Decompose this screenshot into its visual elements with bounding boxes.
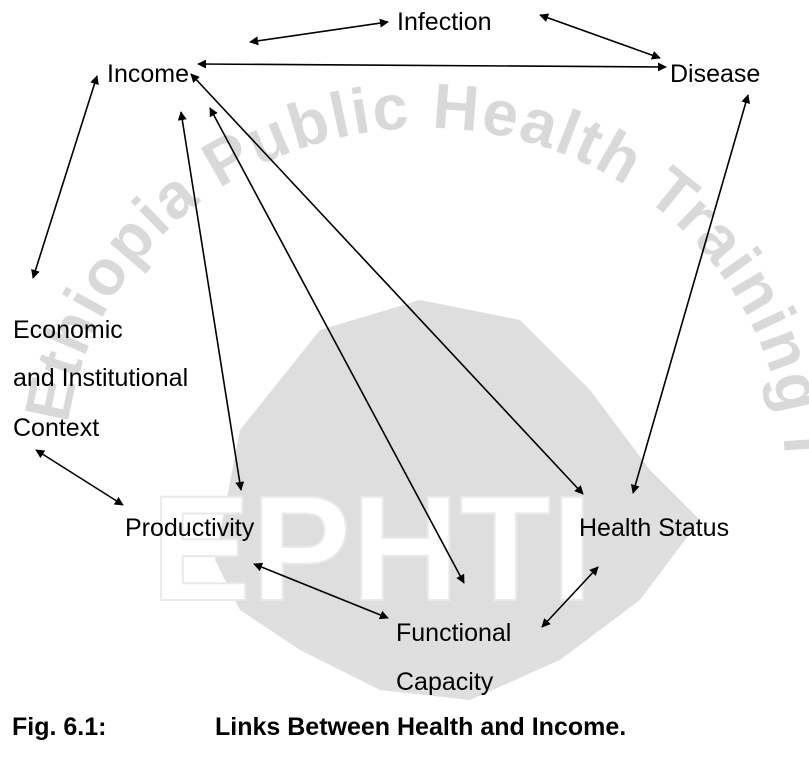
- node-productivity: Productivity: [125, 514, 255, 542]
- node-economic-context-line-3: Context: [13, 414, 100, 442]
- arrow-income-infection: [249, 18, 389, 46]
- arrow-income-productivity-vertical: [177, 111, 245, 491]
- arrow-infection-disease: [539, 13, 661, 60]
- arrow-functional-capacity-health-status: [541, 566, 599, 628]
- arrow-income-economic-context: [31, 75, 99, 279]
- node-infection: Infection: [397, 8, 492, 36]
- node-economic-context-line-1: Economic: [13, 316, 123, 344]
- arrow-income-functional-capacity: [209, 107, 465, 584]
- arrow-economic-context-productivity: [35, 449, 124, 506]
- node-functional-capacity-line-1: Functional: [396, 619, 512, 647]
- arrow-disease-health-status: [630, 94, 751, 494]
- node-income: Income: [107, 60, 189, 88]
- node-disease: Disease: [670, 60, 761, 88]
- node-health-status: Health Status: [579, 514, 730, 542]
- arrow-productivity-functional-capacity: [253, 562, 389, 620]
- arrow-income-health-status: [190, 73, 584, 495]
- node-functional-capacity-line-2: Capacity: [396, 668, 494, 696]
- node-economic-context-line-2: and Institutional: [13, 364, 189, 392]
- arrow-income-disease: [197, 59, 667, 72]
- figure-caption-title: Links Between Health and Income.: [215, 713, 627, 741]
- figure-caption-number: Fig. 6.1:: [12, 713, 107, 741]
